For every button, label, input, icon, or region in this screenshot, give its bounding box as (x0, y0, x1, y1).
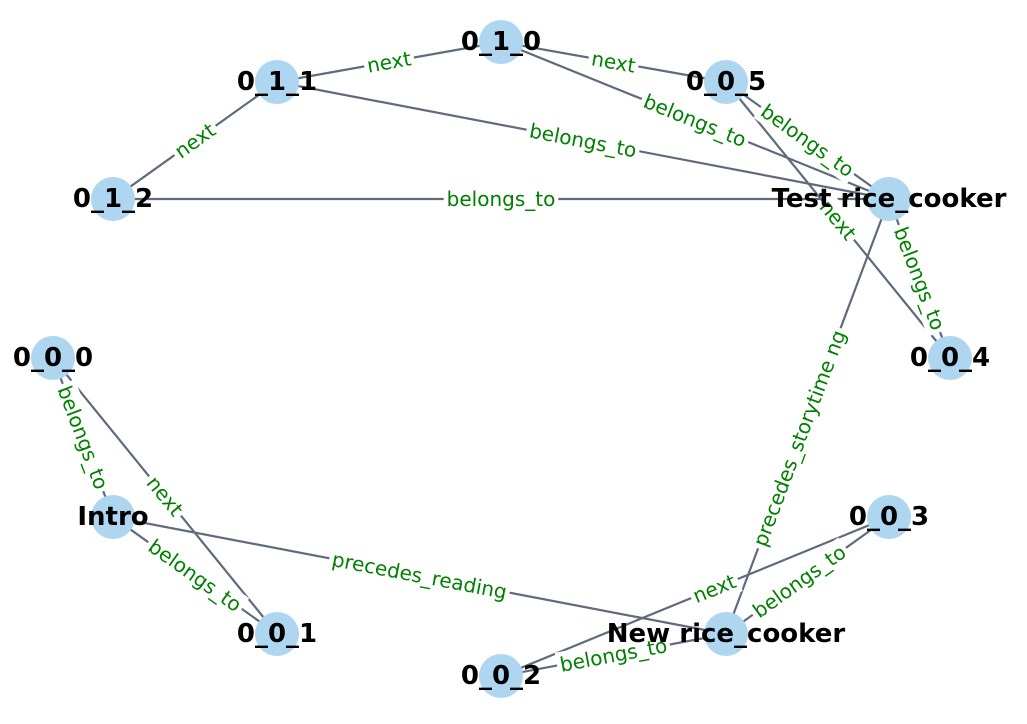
edge-label: belongs_to (889, 223, 950, 333)
edge-label-background (166, 115, 224, 166)
node-circle (867, 177, 911, 221)
edge-label-group: belongs_to (443, 186, 559, 212)
nodes-layer: 0_1_0 0_1_1 0_0_5 0_1_2 Test rice_cooker 0_0_… (13, 20, 1007, 698)
node-0_0_0: 0_0_0 (13, 336, 93, 380)
node-circle (91, 495, 135, 539)
edge-label-background (745, 323, 853, 553)
node-label: Intro (77, 502, 148, 532)
node-0_0_3: 0_0_3 (849, 495, 929, 539)
edge-label-background (50, 379, 116, 496)
edge-label-group: belongs_to (745, 537, 854, 626)
edge-label-group: next (686, 566, 743, 611)
edge-label-background (326, 545, 513, 606)
node-label: 0_0_3 (849, 502, 929, 532)
edge-label-background (586, 44, 641, 80)
node-label: 0_1_1 (237, 67, 317, 97)
edge-label-background (686, 566, 743, 611)
node-0_0_2: 0_0_2 (461, 654, 541, 698)
edge-label: precedes_storytime ng (748, 327, 851, 550)
node-test_rice_cooker: Test rice_cooker (772, 177, 1007, 221)
node-label: 0_0_2 (461, 661, 541, 691)
node-circle (704, 612, 748, 656)
edge-label: precedes_reading (330, 547, 509, 604)
edge-label-background (524, 116, 642, 165)
node-circle (255, 60, 299, 104)
edge-label-background (745, 537, 854, 626)
node-0_1_1: 0_1_1 (237, 60, 317, 104)
node-circle (479, 654, 523, 698)
node-0_0_1: 0_0_1 (237, 612, 317, 656)
node-circle (479, 20, 523, 64)
node-label: 0_0_4 (910, 343, 990, 373)
node-new_rice_cooker: New rice_cooker (607, 612, 846, 656)
edge-label-background (139, 468, 192, 524)
node-0_1_2: 0_1_2 (73, 177, 153, 221)
edge-label-group: precedes_reading (326, 545, 513, 606)
edge-label-background (753, 96, 862, 185)
edge-label-group: belongs_to (753, 96, 862, 185)
node-label: 0_1_0 (461, 27, 541, 57)
edge-label: belongs_to (527, 119, 638, 163)
edge-label-group: next (586, 44, 641, 80)
edge-label: belongs_to (748, 540, 850, 623)
node-0_1_0: 0_1_0 (461, 20, 541, 64)
node-label: New rice_cooker (607, 619, 846, 649)
edge-label-group: precedes_storytime ng (745, 323, 853, 553)
edge-label-group: belongs_to (50, 379, 116, 496)
node-circle (31, 336, 75, 380)
node-circle (928, 336, 972, 380)
edge-label-background (443, 186, 559, 212)
edge-label-group: next (361, 44, 417, 80)
node-0_0_5: 0_0_5 (686, 60, 766, 104)
node-circle (704, 60, 748, 104)
edge-label: belongs_to (447, 187, 556, 211)
node-circle (867, 495, 911, 539)
node-label: 0_0_0 (13, 343, 93, 373)
node-label: Test rice_cooker (772, 184, 1007, 214)
node-circle (91, 177, 135, 221)
edge-label-group: belongs_to (140, 531, 250, 620)
edge-label-group: belongs_to (524, 116, 642, 165)
node-label: 0_0_1 (237, 619, 317, 649)
edge-label-group: next (166, 115, 224, 166)
node-intro: Intro (77, 495, 149, 539)
edge-label-background (361, 44, 417, 80)
node-circle (255, 612, 299, 656)
edge-label-background (636, 86, 754, 155)
node-label: 0_1_2 (73, 184, 153, 214)
edge-label: belongs_to (53, 382, 114, 492)
edge-label: next (365, 46, 413, 77)
node-0_0_4: 0_0_4 (910, 336, 990, 380)
edge-label-background (812, 192, 865, 248)
edge-label: next (590, 46, 638, 77)
edge-label-background (886, 220, 953, 337)
edge-label-background (140, 531, 250, 620)
edge-label: belongs_to (756, 99, 858, 182)
edge-label-background (554, 631, 673, 679)
node-label: 0_0_5 (686, 67, 766, 97)
